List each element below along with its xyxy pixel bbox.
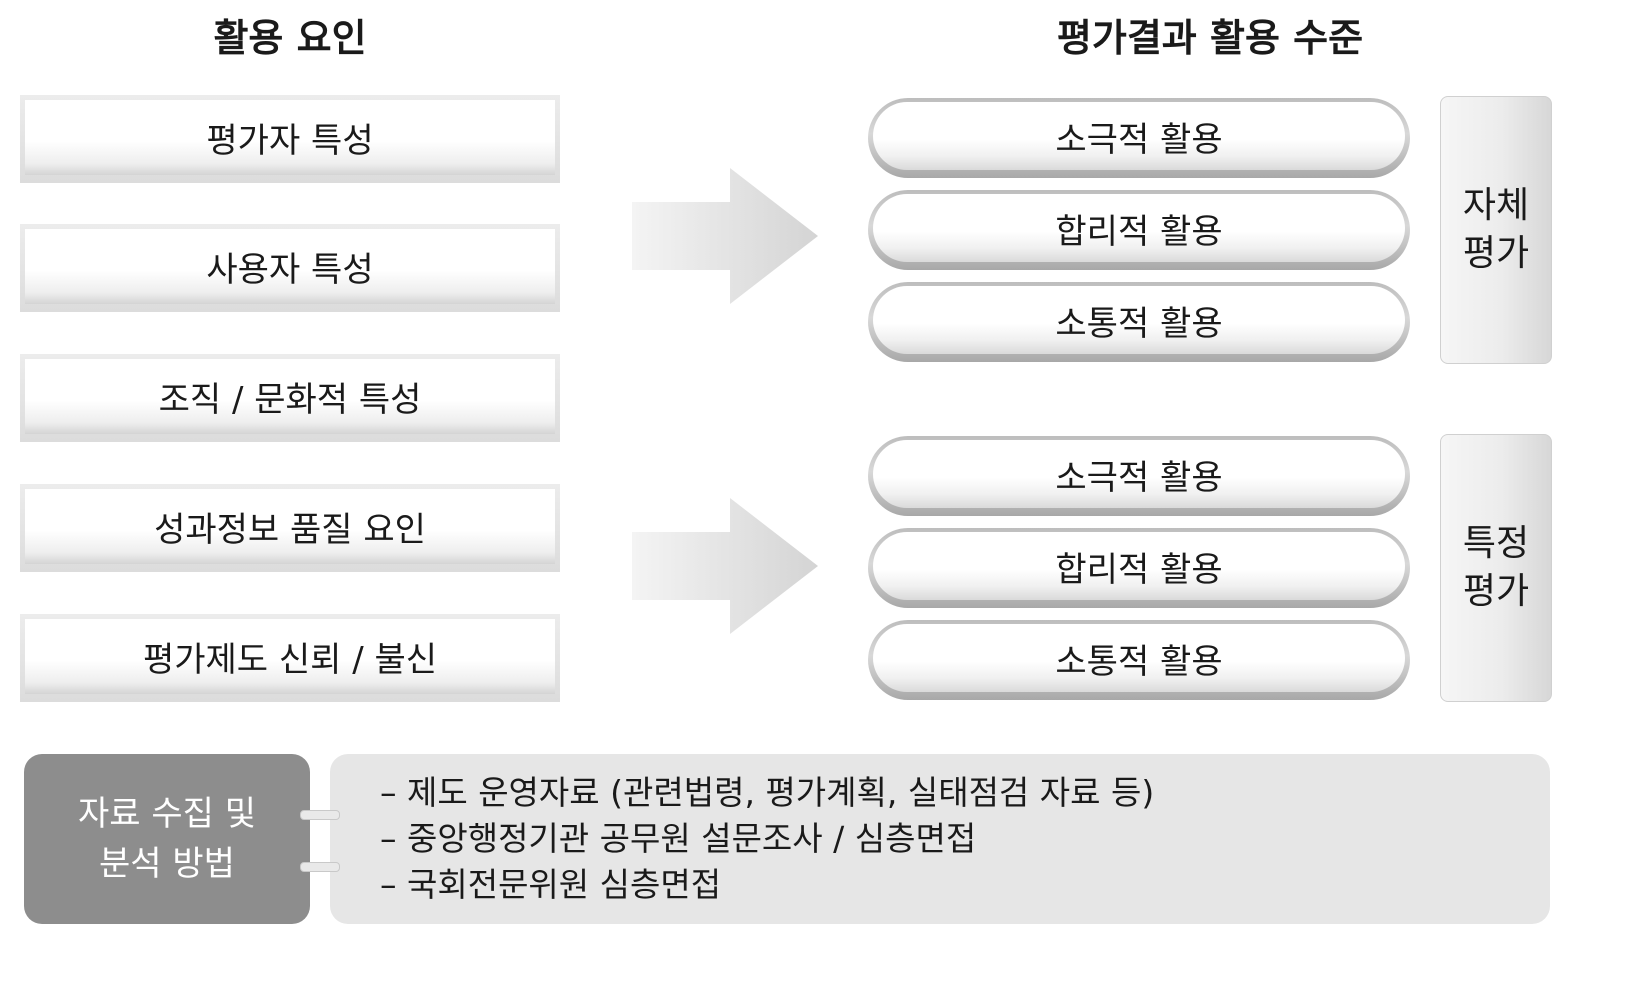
factors-heading: 활용 요인 (213, 16, 367, 60)
group-label-line2: 평가 (1462, 571, 1530, 612)
factor-label: 평가제도 신뢰 / 불신 (25, 619, 555, 694)
factor-label: 성과정보 품질 요인 (25, 489, 555, 564)
factor-box-organization: 조직 / 문화적 특성 (20, 354, 560, 442)
factor-label: 사용자 특성 (25, 229, 555, 304)
methods-label-line2: 분석 방법 (99, 844, 235, 884)
level-label: 소통적 활용 (873, 624, 1405, 692)
level-pill-rational: 합리적 활용 (868, 190, 1410, 270)
level-pill-rational: 합리적 활용 (868, 528, 1410, 608)
arrow-icon (632, 168, 818, 304)
group-label-line2: 평가 (1462, 233, 1530, 274)
level-label: 소극적 활용 (873, 440, 1405, 508)
factor-box-evaluator: 평가자 특성 (20, 95, 560, 183)
factor-box-user: 사용자 특성 (20, 224, 560, 312)
methods-content-box: – 제도 운영자료 (관련법령, 평가계획, 실태점검 자료 등) – 중앙행정… (330, 754, 1550, 924)
arrow-icon (632, 498, 818, 634)
level-pill-communicative: 소통적 활용 (868, 282, 1410, 362)
level-label: 합리적 활용 (873, 532, 1405, 600)
method-item: – 국회전문위원 심층면접 (380, 865, 722, 904)
factor-box-trust: 평가제도 신뢰 / 불신 (20, 614, 560, 702)
methods-label-line1: 자료 수집 및 (77, 794, 256, 834)
connector-bar (300, 810, 340, 820)
levels-heading: 평가결과 활용 수준 (1056, 16, 1364, 60)
method-item: – 중앙행정기관 공무원 설문조사 / 심층면접 (380, 819, 977, 858)
level-label: 소극적 활용 (873, 102, 1405, 170)
connector-bar (300, 862, 340, 872)
level-pill-passive: 소극적 활용 (868, 98, 1410, 178)
method-item: – 제도 운영자료 (관련법령, 평가계획, 실태점검 자료 등) (380, 773, 1155, 812)
level-pill-communicative: 소통적 활용 (868, 620, 1410, 700)
factor-label: 평가자 특성 (25, 100, 555, 175)
group-label-line1: 특정 (1462, 523, 1530, 564)
group-label-specific-evaluation: 특정 평가 (1440, 434, 1552, 702)
methods-label-box: 자료 수집 및 분석 방법 (24, 754, 310, 924)
group-label-self-evaluation: 자체 평가 (1440, 96, 1552, 364)
factor-label: 조직 / 문화적 특성 (25, 359, 555, 434)
factor-box-information-quality: 성과정보 품질 요인 (20, 484, 560, 572)
group-label-line1: 자체 (1462, 185, 1530, 226)
level-label: 합리적 활용 (873, 194, 1405, 262)
level-label: 소통적 활용 (873, 286, 1405, 354)
level-pill-passive: 소극적 활용 (868, 436, 1410, 516)
